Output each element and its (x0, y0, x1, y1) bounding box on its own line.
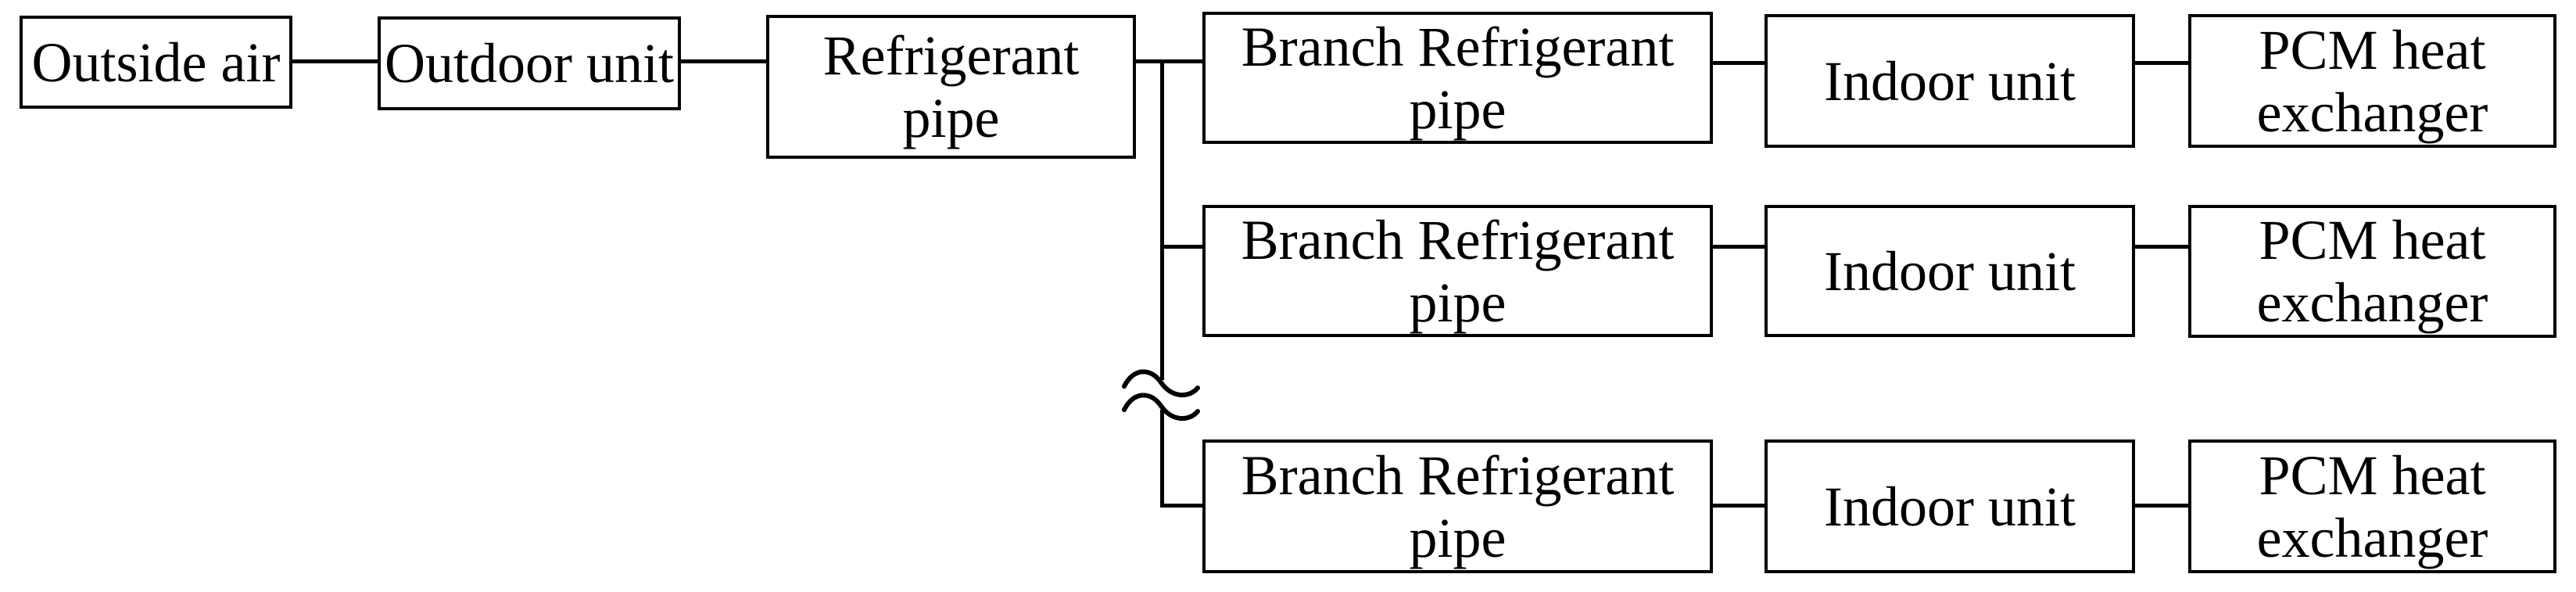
node-branch-refrigerant-pipe-1: Branch Refrigerant pipe (1202, 12, 1713, 144)
connector-indoor1-pcm1 (2133, 61, 2190, 65)
connector-branch3-indoor3 (1711, 504, 1766, 508)
connector-trunk-branch2 (1160, 245, 1204, 249)
node-pcm-heat-exchanger-2: PCM heat exchanger (2188, 205, 2556, 338)
connector-outsideair-outdoorunit (290, 59, 379, 63)
node-outdoor-unit: Outdoor unit (378, 16, 681, 110)
connector-trunk-branch3 (1160, 504, 1204, 508)
node-indoor-unit-2: Indoor unit (1765, 205, 2135, 337)
connector-indoor3-pcm3 (2133, 504, 2190, 508)
node-pcm-heat-exchanger-3: PCM heat exchanger (2188, 440, 2556, 573)
node-outside-air: Outside air (20, 16, 292, 109)
connector-indoor2-pcm2 (2133, 245, 2190, 249)
node-indoor-unit-3: Indoor unit (1765, 440, 2135, 573)
node-refrigerant-pipe: Refrigerant pipe (766, 15, 1136, 159)
connector-refrigerantpipe-branch1 (1134, 59, 1204, 63)
node-pcm-heat-exchanger-1: PCM heat exchanger (2188, 14, 2556, 148)
trunk-line-lower (1160, 410, 1164, 508)
node-branch-refrigerant-pipe-3: Branch Refrigerant pipe (1202, 440, 1713, 573)
connector-branch2-indoor2 (1711, 245, 1766, 249)
connector-branch1-indoor1 (1711, 61, 1766, 65)
trunk-line-upper (1160, 59, 1164, 380)
node-branch-refrigerant-pipe-2: Branch Refrigerant pipe (1202, 205, 1713, 337)
connector-outdoorunit-refrigerantpipe (679, 59, 768, 63)
node-indoor-unit-1: Indoor unit (1765, 14, 2135, 148)
break-mark-icon (1122, 369, 1200, 421)
